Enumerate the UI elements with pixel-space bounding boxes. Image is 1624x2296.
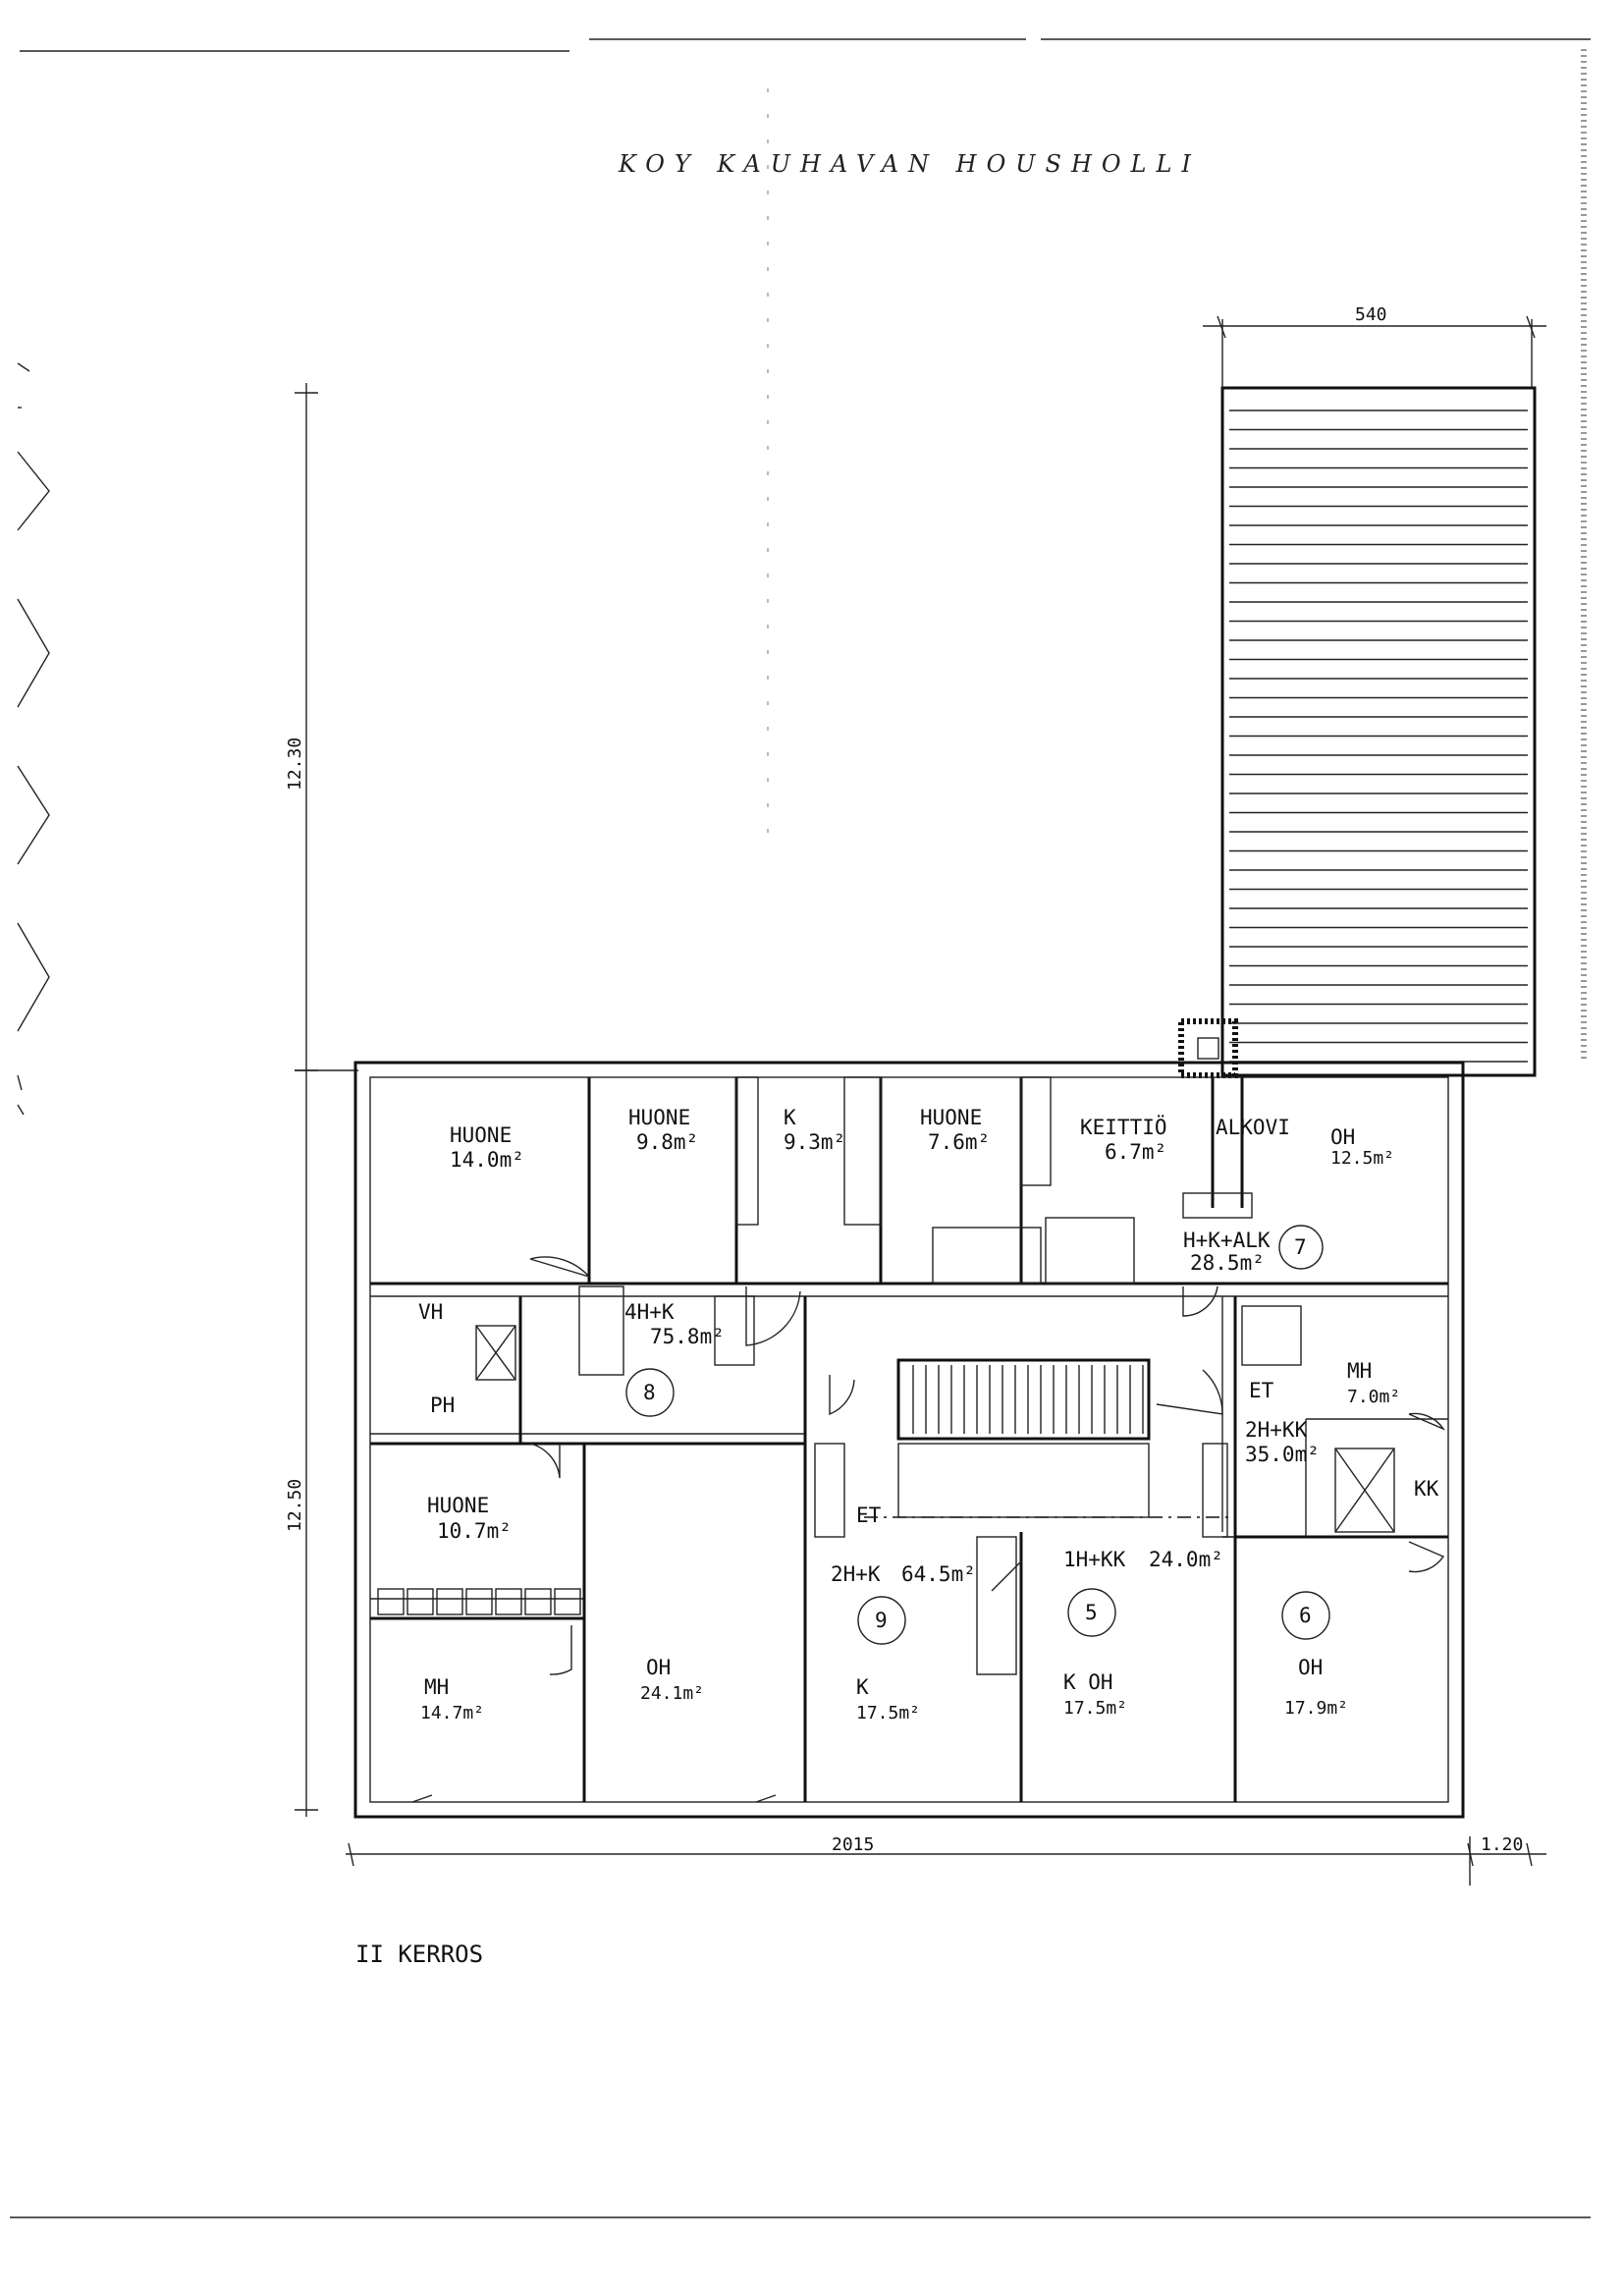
room-alkovi: ALKOVI <box>1216 1116 1290 1139</box>
room-k-1: K 9.3m² <box>784 1106 845 1154</box>
svg-text:4H+K: 4H+K <box>624 1300 675 1324</box>
building-walls <box>353 1061 1465 1819</box>
svg-text:24.0m²: 24.0m² <box>1149 1548 1223 1571</box>
room-labels: HUONE 14.0m² HUONE 9.8m² K 9.3m² HUONE 7… <box>418 1106 1439 1723</box>
page-frame-lines <box>10 38 1591 2218</box>
svg-text:1H+KK: 1H+KK <box>1063 1548 1126 1571</box>
svg-text:ALKOVI: ALKOVI <box>1216 1116 1290 1139</box>
svg-text:5: 5 <box>1085 1601 1098 1624</box>
floor-label: II KERROS <box>355 1941 483 1968</box>
room-huone-1: HUONE 14.0m² <box>450 1123 524 1172</box>
room-mh-1: MH 7.0m² <box>1347 1359 1400 1407</box>
svg-text:OH: OH <box>646 1656 671 1679</box>
svg-text:35.0m²: 35.0m² <box>1245 1443 1320 1466</box>
svg-text:HUONE: HUONE <box>920 1106 982 1129</box>
room-ph: PH <box>430 1394 455 1417</box>
svg-text:MH: MH <box>1347 1359 1372 1383</box>
svg-text:2H+KK: 2H+KK <box>1245 1418 1308 1442</box>
svg-text:9: 9 <box>875 1609 888 1632</box>
svg-text:14.0m²: 14.0m² <box>450 1148 524 1172</box>
svg-text:14.7m²: 14.7m² <box>420 1703 484 1723</box>
svg-text:ET: ET <box>856 1503 882 1527</box>
svg-text:6: 6 <box>1299 1604 1312 1627</box>
apartment-labels: H+K+ALK 28.5m² 7 4H+K 75.8m² 8 2H+K 64.5… <box>624 1225 1330 1645</box>
svg-text:17.9m²: 17.9m² <box>1284 1698 1348 1719</box>
margin-marks <box>17 362 50 1116</box>
svg-text:OH: OH <box>1298 1656 1323 1679</box>
svg-text:MH: MH <box>424 1675 449 1699</box>
balcony-terrace <box>1220 386 1537 1077</box>
room-oh-2: OH 24.1m² <box>640 1656 704 1704</box>
room-kk: KK <box>1414 1477 1439 1501</box>
svg-text:17.5m²: 17.5m² <box>856 1703 920 1723</box>
svg-text:K: K <box>784 1106 796 1129</box>
room-oh-1: OH 12.5m² <box>1330 1125 1394 1169</box>
svg-text:ET: ET <box>1249 1379 1274 1402</box>
room-huone-3: HUONE 7.6m² <box>920 1106 990 1154</box>
room-k-oh: K OH 17.5m² <box>1063 1670 1127 1719</box>
apartment-9: 2H+K 64.5m² 9 <box>831 1562 976 1645</box>
svg-text:OH: OH <box>1330 1125 1355 1149</box>
svg-text:HUONE: HUONE <box>628 1106 690 1129</box>
svg-text:VH: VH <box>418 1300 443 1324</box>
room-et-1: ET <box>1249 1379 1274 1402</box>
apartment-7: H+K+ALK 28.5m² 7 <box>1183 1225 1324 1275</box>
svg-text:10.7m²: 10.7m² <box>437 1519 512 1543</box>
svg-text:H+K+ALK: H+K+ALK <box>1183 1229 1271 1252</box>
svg-text:8: 8 <box>643 1381 656 1404</box>
svg-text:24.1m²: 24.1m² <box>640 1683 704 1704</box>
dimension-bottom-extra-label: 1.20 <box>1481 1834 1523 1855</box>
svg-text:6.7m²: 6.7m² <box>1105 1140 1166 1164</box>
room-oh-3: OH 17.9m² <box>1284 1656 1348 1719</box>
room-huone-4: HUONE 10.7m² <box>427 1494 512 1543</box>
dimension-left: 12.30 12.50 <box>285 383 358 1817</box>
svg-text:K OH: K OH <box>1063 1670 1113 1694</box>
svg-text:KK: KK <box>1414 1477 1439 1501</box>
dimension-upper-label: 12.30 <box>285 738 305 791</box>
dimension-top-label: 540 <box>1355 304 1387 325</box>
svg-text:7.6m²: 7.6m² <box>928 1130 990 1154</box>
apartment-5: 1H+KK 24.0m² 5 <box>1063 1548 1223 1637</box>
svg-text:HUONE: HUONE <box>450 1123 512 1147</box>
room-vh: VH <box>418 1300 443 1324</box>
dimension-top: 540 <box>1203 304 1546 388</box>
svg-text:75.8m²: 75.8m² <box>650 1325 725 1348</box>
chimney <box>1178 1018 1238 1078</box>
svg-text:7: 7 <box>1294 1235 1307 1259</box>
svg-text:9.8m²: 9.8m² <box>636 1130 698 1154</box>
room-k-2: K 17.5m² <box>856 1675 920 1723</box>
svg-text:HUONE: HUONE <box>427 1494 489 1517</box>
svg-text:64.5m²: 64.5m² <box>901 1562 976 1586</box>
svg-text:PH: PH <box>430 1394 455 1417</box>
room-et-2: ET <box>856 1503 882 1527</box>
svg-text:12.5m²: 12.5m² <box>1330 1148 1394 1169</box>
svg-text:K: K <box>856 1675 869 1699</box>
svg-text:7.0m²: 7.0m² <box>1347 1387 1400 1407</box>
dimension-lower-label: 12.50 <box>285 1479 305 1532</box>
svg-text:28.5m²: 28.5m² <box>1190 1251 1265 1275</box>
svg-text:KEITTIÖ: KEITTIÖ <box>1080 1115 1167 1139</box>
dimension-bottom: 2015 1.20 <box>346 1834 1546 1886</box>
apartment-8: 4H+K 75.8m² 8 <box>624 1300 725 1417</box>
apartment-6: 2H+KK 35.0m² 6 <box>1245 1418 1330 1640</box>
dimension-bottom-label: 2015 <box>832 1834 874 1855</box>
svg-text:9.3m²: 9.3m² <box>784 1130 845 1154</box>
room-huone-2: HUONE 9.8m² <box>628 1106 698 1154</box>
svg-text:17.5m²: 17.5m² <box>1063 1698 1127 1719</box>
room-mh-2: MH 14.7m² <box>420 1675 484 1723</box>
svg-text:2H+K: 2H+K <box>831 1562 881 1586</box>
handwritten-title: KOY KAUHAVAN HOUSHOLLI <box>618 150 1201 178</box>
room-keittio: KEITTIÖ 6.7m² <box>1080 1115 1167 1164</box>
